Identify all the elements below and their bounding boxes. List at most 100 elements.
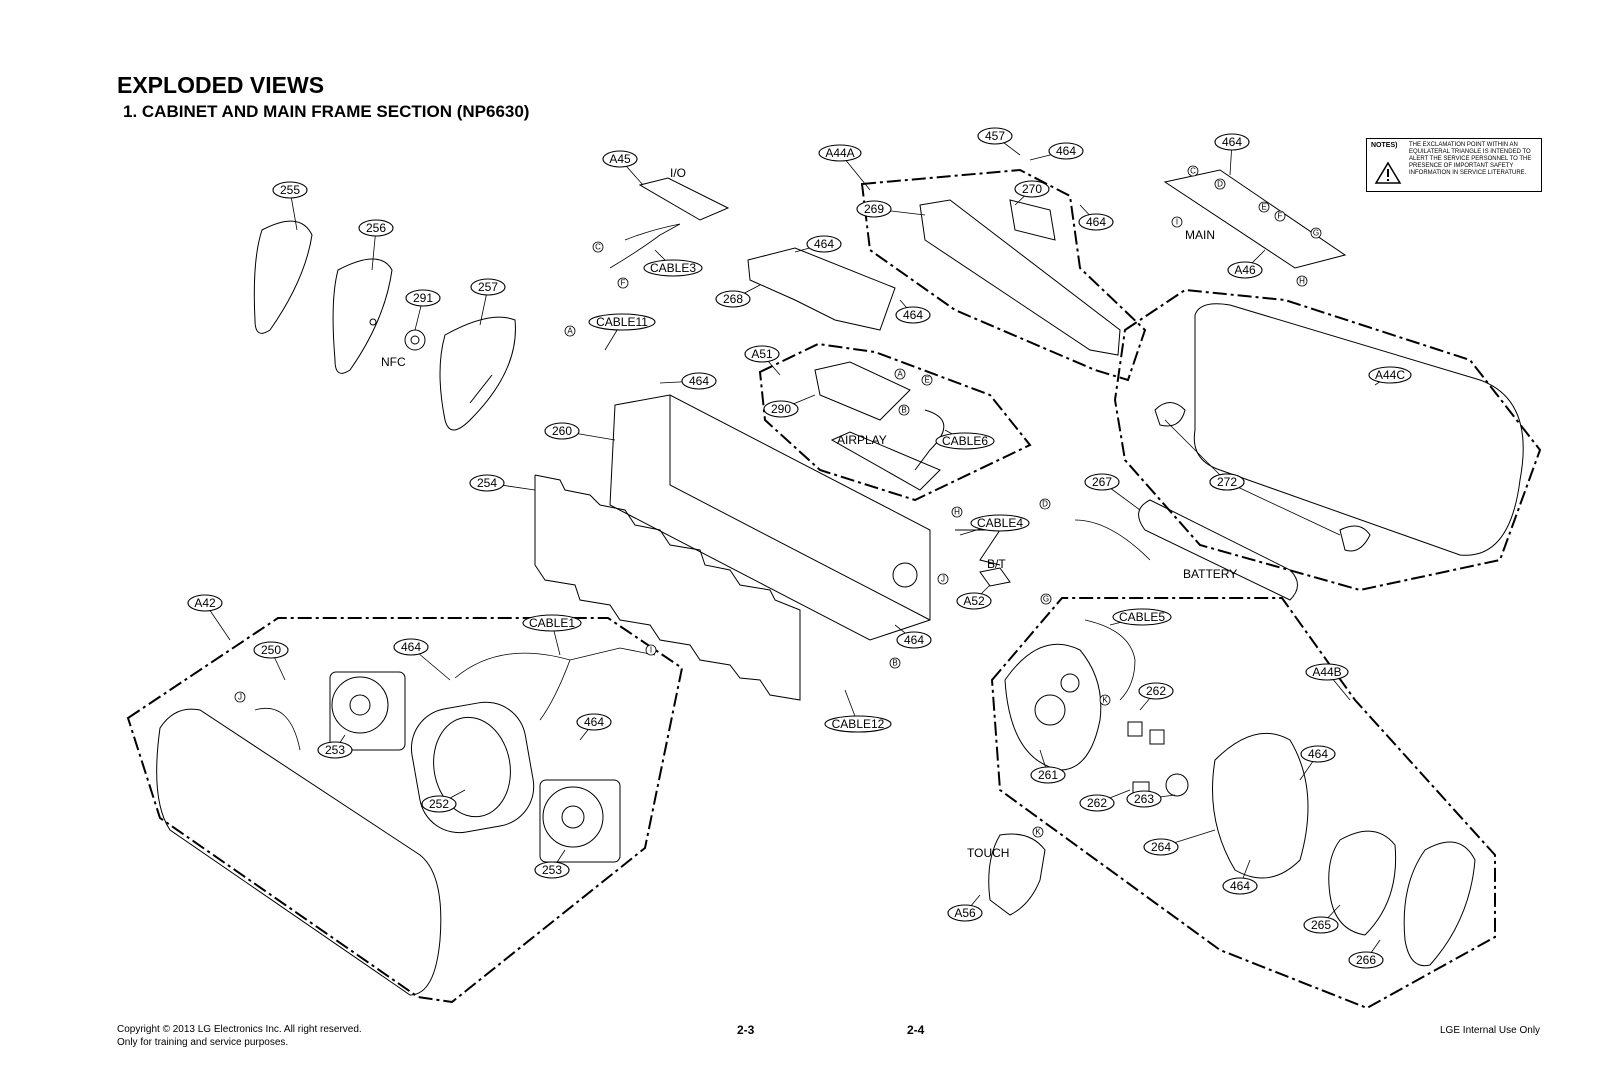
- board-label-bt: B/T: [987, 557, 1006, 571]
- callout-a56: A56: [947, 904, 983, 922]
- part-250-grille-wire: [254, 708, 301, 751]
- svg-text:I: I: [650, 646, 652, 655]
- svg-text:I: I: [1176, 218, 1178, 227]
- svg-text:272: 272: [1217, 475, 1237, 489]
- svg-text:A44C: A44C: [1375, 368, 1405, 382]
- svg-text:A46: A46: [1234, 263, 1256, 277]
- connector-letter-g: G: [1310, 227, 1322, 239]
- svg-text:464: 464: [1222, 135, 1242, 149]
- callout-272: 272: [1209, 473, 1245, 491]
- group-outline-a44c: [1113, 288, 1542, 592]
- svg-text:E: E: [1261, 203, 1266, 212]
- board-label-touch: TOUCH: [967, 846, 1009, 860]
- svg-text:464: 464: [584, 715, 604, 729]
- connector-letter-c: C: [592, 241, 604, 253]
- svg-text:H: H: [954, 508, 960, 517]
- callout-266: 266: [1348, 951, 1384, 969]
- part-250-front-grille: [156, 708, 442, 996]
- svg-text:A44A: A44A: [825, 146, 854, 160]
- part-263-knob: [1165, 773, 1189, 797]
- svg-text:A52: A52: [963, 594, 985, 608]
- connector-letter-c: C: [1187, 165, 1199, 177]
- callout-a45: A45: [602, 150, 638, 168]
- svg-text:A45: A45: [609, 152, 631, 166]
- svg-text:E: E: [924, 376, 929, 385]
- connector-letter-b: B: [889, 657, 901, 669]
- svg-text:F: F: [621, 279, 626, 288]
- svg-text:464: 464: [689, 374, 709, 388]
- callout-cable4: CABLE4: [970, 514, 1030, 532]
- part-256-hole: [369, 318, 377, 326]
- svg-text:464: 464: [1056, 144, 1076, 158]
- callout-a42: A42: [187, 594, 223, 612]
- part-272-foot-right: [1339, 525, 1371, 552]
- callout-464: 464: [1078, 213, 1114, 231]
- connector-letter-h: H: [951, 506, 963, 518]
- part-cable6-flex: [914, 409, 945, 471]
- svg-text:K: K: [1035, 828, 1041, 837]
- callout-a44c: A44C: [1368, 366, 1412, 384]
- svg-text:257: 257: [478, 280, 498, 294]
- board-label-battery: BATTERY: [1183, 567, 1237, 581]
- svg-text:250: 250: [261, 643, 281, 657]
- board-label-main: MAIN: [1185, 228, 1215, 242]
- part-272-foot-left: [1154, 402, 1186, 427]
- callout-262: 262: [1138, 682, 1174, 700]
- part-a45-io-board: [638, 177, 730, 221]
- svg-text:A: A: [897, 370, 903, 379]
- part-a44c-rear-cover: [1193, 303, 1524, 556]
- notes-text: THE EXCLAMATION POINT WITHIN AN EQUILATE…: [1409, 142, 1532, 176]
- svg-text:CABLE4: CABLE4: [977, 516, 1023, 530]
- svg-text:CABLE5: CABLE5: [1119, 610, 1165, 624]
- leader-line: [1164, 419, 1228, 483]
- callout-264: 264: [1143, 838, 1179, 856]
- connector-letter-k: K: [1032, 826, 1044, 838]
- footer-copyright: Copyright © 2013 LG Electronics Inc. All…: [117, 1024, 362, 1035]
- callout-464: 464: [576, 713, 612, 731]
- part-a46-main-board: [1163, 169, 1347, 269]
- callout-464: 464: [681, 372, 717, 390]
- svg-text:265: 265: [1311, 918, 1331, 932]
- callout-457: 457: [977, 127, 1013, 145]
- svg-text:270: 270: [1022, 182, 1042, 196]
- part-252-oval-speaker: [410, 701, 535, 834]
- connector-letter-i: I: [1171, 216, 1183, 228]
- part-a52-bt-board: [979, 567, 1011, 587]
- callout-cable1: CABLE1: [522, 614, 582, 632]
- callout-265: 265: [1303, 916, 1339, 934]
- part-257-slot: [469, 374, 493, 404]
- callout-290: 290: [763, 400, 799, 418]
- callout-a44b: A44B: [1305, 663, 1349, 681]
- connector-letter-h: H: [1296, 275, 1308, 287]
- svg-text:269: 269: [864, 202, 884, 216]
- svg-text:A51: A51: [751, 347, 773, 361]
- group-outline-a44b: [990, 597, 1496, 1010]
- svg-text:260: 260: [552, 424, 572, 438]
- callout-cable3: CABLE3: [643, 259, 703, 277]
- part-260-chassis: [609, 394, 931, 641]
- callout-cable5: CABLE5: [1112, 608, 1172, 626]
- svg-text:CABLE12: CABLE12: [832, 717, 885, 731]
- part-260-chassis-edge: [669, 395, 931, 621]
- svg-text:J: J: [238, 693, 242, 702]
- svg-text:268: 268: [723, 292, 743, 306]
- warning-triangle-icon: [1374, 161, 1402, 184]
- callout-cable6: CABLE6: [935, 432, 995, 450]
- callout-a46: A46: [1227, 261, 1263, 279]
- svg-text:A56: A56: [954, 906, 976, 920]
- part-253-speaker-top: [329, 671, 406, 751]
- svg-text:262: 262: [1146, 684, 1166, 698]
- callout-464: 464: [1300, 745, 1336, 763]
- leader-line: [1226, 481, 1341, 536]
- svg-text:CABLE6: CABLE6: [942, 434, 988, 448]
- part-267-battery: [1138, 499, 1298, 601]
- svg-text:464: 464: [904, 633, 924, 647]
- svg-text:264: 264: [1151, 840, 1171, 854]
- part-261-side-cover: [1004, 643, 1102, 771]
- part-265-plate: [1328, 830, 1397, 936]
- callout-256: 256: [358, 219, 394, 237]
- svg-text:255: 255: [280, 183, 300, 197]
- svg-text:261: 261: [1038, 768, 1058, 782]
